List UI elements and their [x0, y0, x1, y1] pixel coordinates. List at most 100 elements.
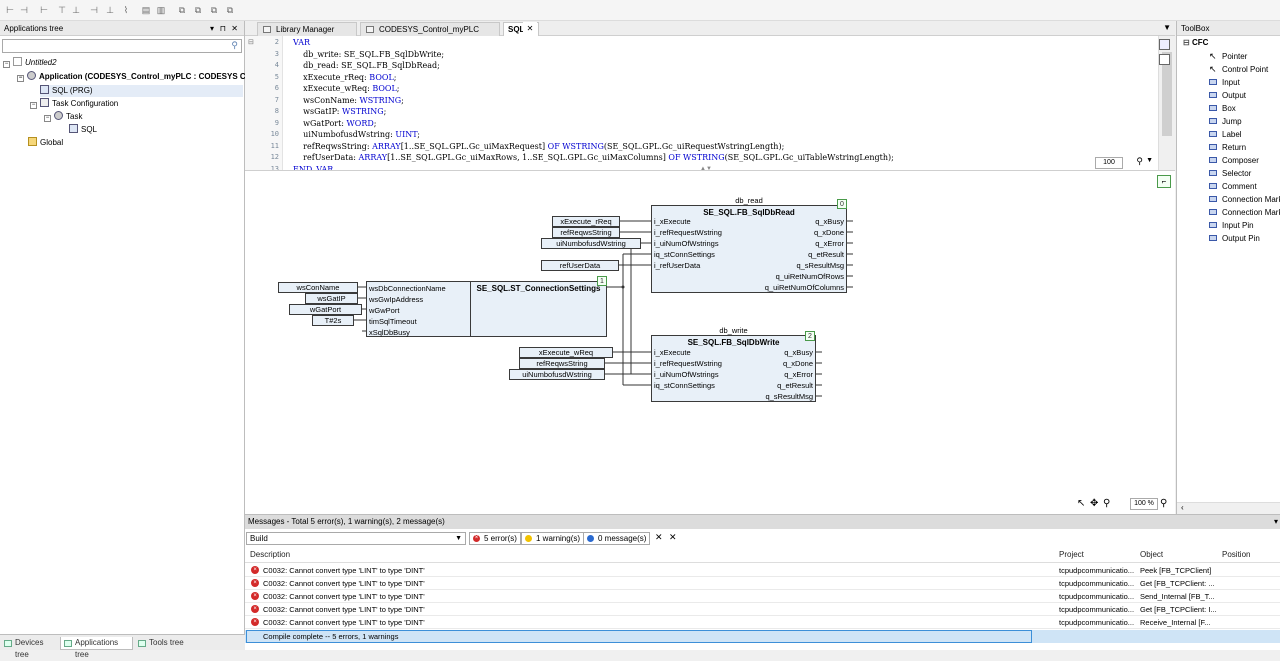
toolbox-item[interactable]: Composer	[1209, 154, 1259, 167]
align-right-icon[interactable]: ⊢	[40, 5, 48, 15]
code-line[interactable]: db_read: SE_SQL.FB_SqlDbRead;	[293, 61, 440, 70]
message-row[interactable]: ×C0032: Cannot convert type 'LINT' to ty…	[245, 603, 1280, 616]
tab-applications-tree[interactable]: Applications tree	[60, 637, 133, 659]
tab-devices-tree[interactable]: Devices tree	[1, 637, 59, 659]
code-line[interactable]: wGatPort: WORD;	[293, 118, 377, 128]
cfc-canvas[interactable]: db_read SE_SQL.FB_SqlDbRead i_xExecute i…	[245, 171, 1175, 514]
tree-search-input[interactable]: ⚲	[2, 39, 242, 53]
message-row[interactable]: ×C0032: Cannot convert type 'LINT' to ty…	[245, 577, 1280, 590]
pan-tool-icon[interactable]: ✥	[1090, 498, 1099, 509]
zoom-tool-icon[interactable]: ⚲	[1103, 498, 1111, 509]
order-front-icon[interactable]: ⧉	[178, 5, 186, 15]
distribute-icon[interactable]: ⊥	[106, 5, 114, 15]
pointer-tool-icon[interactable]: ↖	[1077, 498, 1086, 509]
toolbox-item[interactable]: Connection Mark	[1209, 206, 1280, 219]
db-write-output-pin[interactable]: q_sResultMsg	[765, 392, 813, 401]
db-write-input-var[interactable]: uiNumbofusdWstring	[509, 369, 605, 380]
compile-summary-row[interactable]: Compile complete -- 5 errors, 1 warnings	[245, 630, 1280, 643]
toolbox-item[interactable]: Output	[1209, 89, 1246, 102]
order-up-icon[interactable]: ⧉	[210, 5, 218, 15]
conn-input-pin[interactable]: timSqlTimeout	[369, 317, 417, 326]
toolbox-item[interactable]: Input Pin	[1209, 219, 1254, 232]
toolbox-item[interactable]: Box	[1209, 102, 1236, 115]
db-read-input-pin[interactable]: i_refUserData	[654, 261, 701, 270]
tree-item-application[interactable]: −Application (CODESYS_Control_myPLC : CO…	[17, 71, 251, 82]
toolbox-item[interactable]: Selector	[1209, 167, 1251, 180]
collapse-icon[interactable]: −	[3, 61, 10, 68]
conn-input-pin[interactable]: wGwPort	[369, 306, 400, 315]
editor-zoom-field[interactable]: 100	[1095, 157, 1123, 169]
db-read-block[interactable]: SE_SQL.FB_SqlDbRead i_xExecute i_refRequ…	[651, 205, 847, 293]
dropdown-icon[interactable]: ▾	[1273, 517, 1278, 526]
scroll-down-icon[interactable]: ▼	[1146, 157, 1153, 164]
fold-icon[interactable]: ⊟	[248, 39, 254, 46]
warnings-filter-button[interactable]: 1 warning(s)	[521, 532, 585, 545]
align-center-icon[interactable]: ⊣	[20, 5, 28, 15]
zoom-icon[interactable]: ⚲	[1160, 498, 1168, 509]
pin-icon[interactable]: ⊓	[219, 24, 226, 33]
tab-tools-tree[interactable]: Tools tree	[135, 637, 187, 650]
align-bottom-icon[interactable]: ⊥	[72, 5, 80, 15]
conn-input-var[interactable]: wsGatIP	[305, 293, 358, 304]
message-source-select[interactable]: Build ▼	[246, 532, 466, 545]
db-write-input-pin[interactable]: i_xExecute	[654, 348, 691, 357]
scroll-left-icon[interactable]: ‹	[1181, 503, 1184, 512]
conn-input-pin[interactable]: wsGwIpAddress	[369, 295, 424, 304]
conn-input-var[interactable]: T#2s	[312, 315, 354, 326]
code-line[interactable]: END_VAR	[293, 164, 334, 171]
search-icon[interactable]: ⚲	[231, 40, 238, 50]
toolbox-category[interactable]: ⊟ CFC	[1183, 38, 1209, 47]
db-write-input-pin[interactable]: iq_stConnSettings	[654, 381, 715, 390]
db-write-output-pin[interactable]: q_xDone	[782, 359, 813, 368]
errors-filter-button[interactable]: ×5 error(s)	[469, 532, 521, 545]
code-line[interactable]: wsConName: WSTRING;	[293, 95, 404, 105]
code-line[interactable]: uiNumbofusdWstring: UINT;	[293, 130, 420, 139]
autoroute-icon[interactable]: ⌐	[1157, 175, 1171, 188]
toolbox-item[interactable]: Input	[1209, 76, 1240, 89]
db-read-input-var[interactable]: uiNumbofusdWstring	[541, 238, 641, 249]
toolbox-item[interactable]: Output Pin	[1209, 232, 1260, 245]
db-read-output-pin[interactable]: q_etResult	[808, 250, 844, 259]
tree-item-task[interactable]: −Task	[44, 111, 83, 122]
toolbox-item[interactable]: Comment	[1209, 180, 1257, 193]
toolbox-item[interactable]: Jump	[1209, 115, 1242, 128]
order-back-icon[interactable]: ⧉	[194, 5, 202, 15]
dropdown-icon[interactable]: ▾	[209, 24, 214, 33]
order-down-icon[interactable]: ⧉	[226, 5, 234, 15]
db-write-order-badge[interactable]: 2	[805, 331, 815, 341]
code-line[interactable]: wsGatIP: WSTRING;	[293, 107, 387, 116]
zoom-icon[interactable]: ⚲	[1136, 156, 1143, 166]
toolbox-item[interactable]: Return	[1209, 141, 1246, 154]
db-read-order-badge[interactable]: 0	[837, 199, 847, 209]
declaration-toggle-icon[interactable]	[1159, 39, 1170, 50]
db-write-input-pin[interactable]: i_refRequestWstring	[654, 359, 722, 368]
splitter-handle-icon[interactable]: ▲▼	[700, 166, 712, 172]
message-row[interactable]: ×C0032: Cannot convert type 'LINT' to ty…	[245, 564, 1280, 577]
conn-input-var[interactable]: wsConName	[278, 282, 358, 293]
toolbox-item[interactable]: Connection Mark	[1209, 193, 1280, 206]
ruler-icon[interactable]: ⌇	[123, 5, 129, 15]
conn-input-pin[interactable]: xSqlDbBusy	[369, 328, 410, 337]
collapse-icon[interactable]: −	[17, 75, 24, 82]
editor-scrollbar[interactable]	[1158, 36, 1175, 170]
db-read-output-pin[interactable]: q_xBusy	[815, 217, 844, 226]
tree-item-task-sql[interactable]: SQL	[69, 124, 97, 136]
tree-item-global[interactable]: Global	[28, 137, 63, 149]
col-object[interactable]: Object	[1140, 550, 1164, 559]
db-read-output-pin[interactable]: q_uiRetNumOfColumns	[764, 283, 844, 292]
toolbox-item[interactable]: ↖Control Point	[1209, 64, 1269, 74]
code-line[interactable]: db_write: SE_SQL.FB_SqlDbWrite;	[293, 49, 445, 59]
align-middle-icon[interactable]: ⊣	[90, 5, 98, 15]
tree-item-task-configuration[interactable]: −Task Configuration	[30, 98, 119, 109]
db-read-output-pin[interactable]: q_uiRetNumOfRows	[775, 272, 844, 281]
db-read-input-pin[interactable]: iq_stConnSettings	[654, 250, 715, 259]
db-read-input-var[interactable]: xExecute_rReq	[552, 216, 620, 227]
cfc-zoom-field[interactable]: 100 %	[1130, 498, 1158, 510]
group-icon[interactable]: ▤	[141, 5, 151, 15]
close-icon[interactable]: ✕	[231, 24, 238, 33]
tab-library-manager[interactable]: Library Manager	[257, 22, 357, 36]
db-write-output-pin[interactable]: q_xError	[784, 370, 813, 379]
clear-messages-icon[interactable]: ✕	[655, 532, 663, 542]
align-top-icon[interactable]: ⊤	[58, 5, 66, 15]
